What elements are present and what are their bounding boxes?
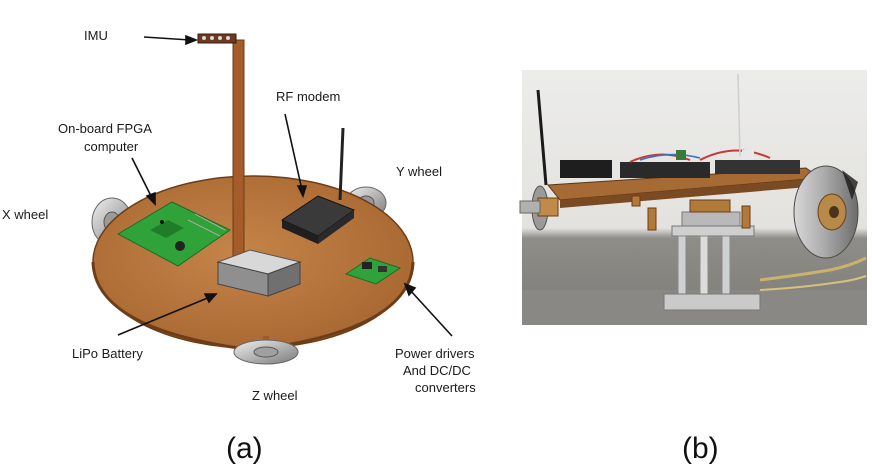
label-power-line1: Power drivers	[395, 346, 475, 361]
label-z-wheel: Z wheel	[252, 388, 298, 403]
label-lipo: LiPo Battery	[72, 346, 143, 361]
label-fpga-line2: computer	[84, 139, 139, 154]
caption-a: (a)	[226, 432, 263, 465]
y-wheel-photo-graphic	[794, 166, 858, 258]
label-power-line2: And DC/DC	[403, 363, 471, 378]
label-y-wheel: Y wheel	[396, 164, 442, 179]
label-fpga-line1: On-board FPGA	[58, 121, 152, 136]
label-imu: IMU	[84, 28, 108, 43]
caption-b: (b)	[682, 432, 719, 465]
panel-a: IMU RF modem On-board FPGA computer Y wh…	[2, 28, 476, 465]
label-rf-modem: RF modem	[276, 89, 340, 104]
label-x-wheel: X wheel	[2, 207, 48, 222]
panel-b: (b)	[520, 70, 867, 465]
label-power-line3: converters	[415, 380, 476, 395]
